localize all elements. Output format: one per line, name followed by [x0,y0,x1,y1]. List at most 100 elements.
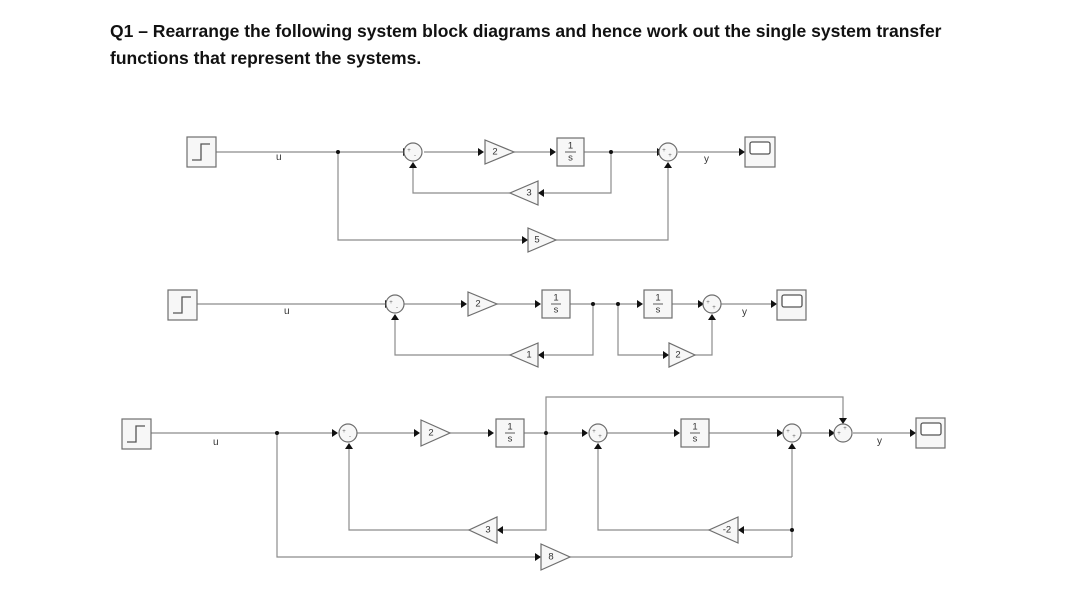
arrow-icon [738,526,744,534]
sum-sign: + [668,153,672,159]
wire-parallel-out [695,319,713,356]
arrow-icon [414,429,420,437]
sum-block-2[interactable]: + + [658,142,678,162]
arrow-icon [839,418,847,424]
gain-value: 2 [492,147,497,158]
sum-sign: + [342,429,346,435]
integrator-block-2[interactable]: 1 s [680,418,710,448]
wire-feedforward [276,433,536,558]
sum-sign: - [414,153,416,159]
wire-feedback-return [394,319,510,356]
arrow-icon [664,162,672,168]
forward-gain-block[interactable]: 2 [467,291,499,317]
forward-gain-block[interactable]: 2 [420,419,452,447]
signal-label-y: y [704,154,709,165]
inner-feedback-gain-block[interactable]: -2 [707,516,739,544]
gain-value: 2 [475,299,480,310]
scope-block[interactable] [776,289,807,321]
sum-sign: + [792,434,796,440]
integrator-numerator: 1 [692,422,697,433]
arrow-icon [461,300,467,308]
arrow-icon [535,300,541,308]
feedforward-gain-block[interactable]: 5 [527,227,558,253]
scope-icon [920,422,942,436]
feedforward-gain-block[interactable]: 8 [540,543,572,571]
integrator-block-2[interactable]: 1 s [643,289,673,319]
scope-block[interactable] [915,417,946,449]
feedback-gain-block[interactable]: 3 [508,180,539,206]
feedback-gain-block[interactable]: 3 [467,516,498,544]
integrator-numerator: 1 [553,293,558,304]
step-source-block[interactable] [167,289,198,321]
arrow-icon [708,314,716,320]
arrow-icon [550,148,556,156]
wire-inner-feedback-return [597,448,709,531]
sum-block-2[interactable]: + + [702,294,722,314]
scope-icon [781,294,803,308]
integrator-denominator: s [508,434,513,445]
arrow-icon [674,429,680,437]
sum-block-3[interactable]: + + [782,423,802,443]
integrator-denominator: s [656,305,661,316]
sum-sign: + [407,148,411,154]
gain-value: 2 [428,428,433,439]
sum-block-2[interactable]: + + [588,423,608,443]
integrator-numerator: 1 [655,293,660,304]
integrator-block-1[interactable]: 1 s [541,289,571,319]
integrator-numerator: 1 [507,422,512,433]
arrow-icon [637,300,643,308]
arrow-icon [391,314,399,320]
arrow-icon [788,443,796,449]
arrow-icon [522,236,528,244]
arrow-icon [535,553,541,561]
sum-block-1[interactable]: + - [403,142,423,162]
signal-label-u: u [276,152,282,163]
gain-value: 5 [534,235,539,246]
sum-block-4[interactable]: + + [833,423,853,443]
signal-label-y: y [877,436,882,447]
signal-label-u: u [284,306,290,317]
forward-gain-block[interactable]: 2 [484,139,516,165]
arrow-icon [594,443,602,449]
feedback-gain-block[interactable]: 1 [508,342,539,368]
arrow-icon [478,148,484,156]
sum-sign: + [662,148,666,154]
branch-point [790,528,794,532]
arrow-icon [488,429,494,437]
gain-value: 3 [526,188,531,199]
sum-sign: + [843,426,847,432]
sum-block-1[interactable]: + - [338,423,358,443]
parallel-gain-block[interactable]: 2 [668,342,697,368]
arrow-icon [538,189,544,197]
scope-block[interactable] [744,136,776,168]
sum-sign: - [349,434,351,440]
arrow-icon [698,300,704,308]
branch-point [336,150,340,154]
wire-feedback [543,152,612,194]
arrow-icon [910,429,916,437]
branch-point [609,150,613,154]
gain-value: 2 [675,350,680,361]
sum-sign: + [837,431,841,437]
arrow-icon [777,429,783,437]
diagram-2: u + - 2 1 s 1 1 s 2 [167,289,807,368]
step-source-block[interactable] [121,418,152,450]
sum-sign: + [592,429,596,435]
branch-point [591,302,595,306]
gain-value: 1 [526,350,531,361]
arrow-icon [829,429,835,437]
arrow-icon [497,526,503,534]
wire-bypass-top [545,396,844,433]
branch-point [616,302,620,306]
integrator-block-1[interactable]: 1 s [495,418,525,448]
integrator-block[interactable]: 1 s [556,137,585,167]
signal-label-y: y [742,307,747,318]
sum-sign: - [396,305,398,311]
arrow-icon [739,148,745,156]
sum-sign: + [598,434,602,440]
scope-icon [749,141,771,155]
sum-block-1[interactable]: + - [385,294,405,314]
integrator-numerator: 1 [568,141,573,152]
step-source-block[interactable] [186,136,217,168]
